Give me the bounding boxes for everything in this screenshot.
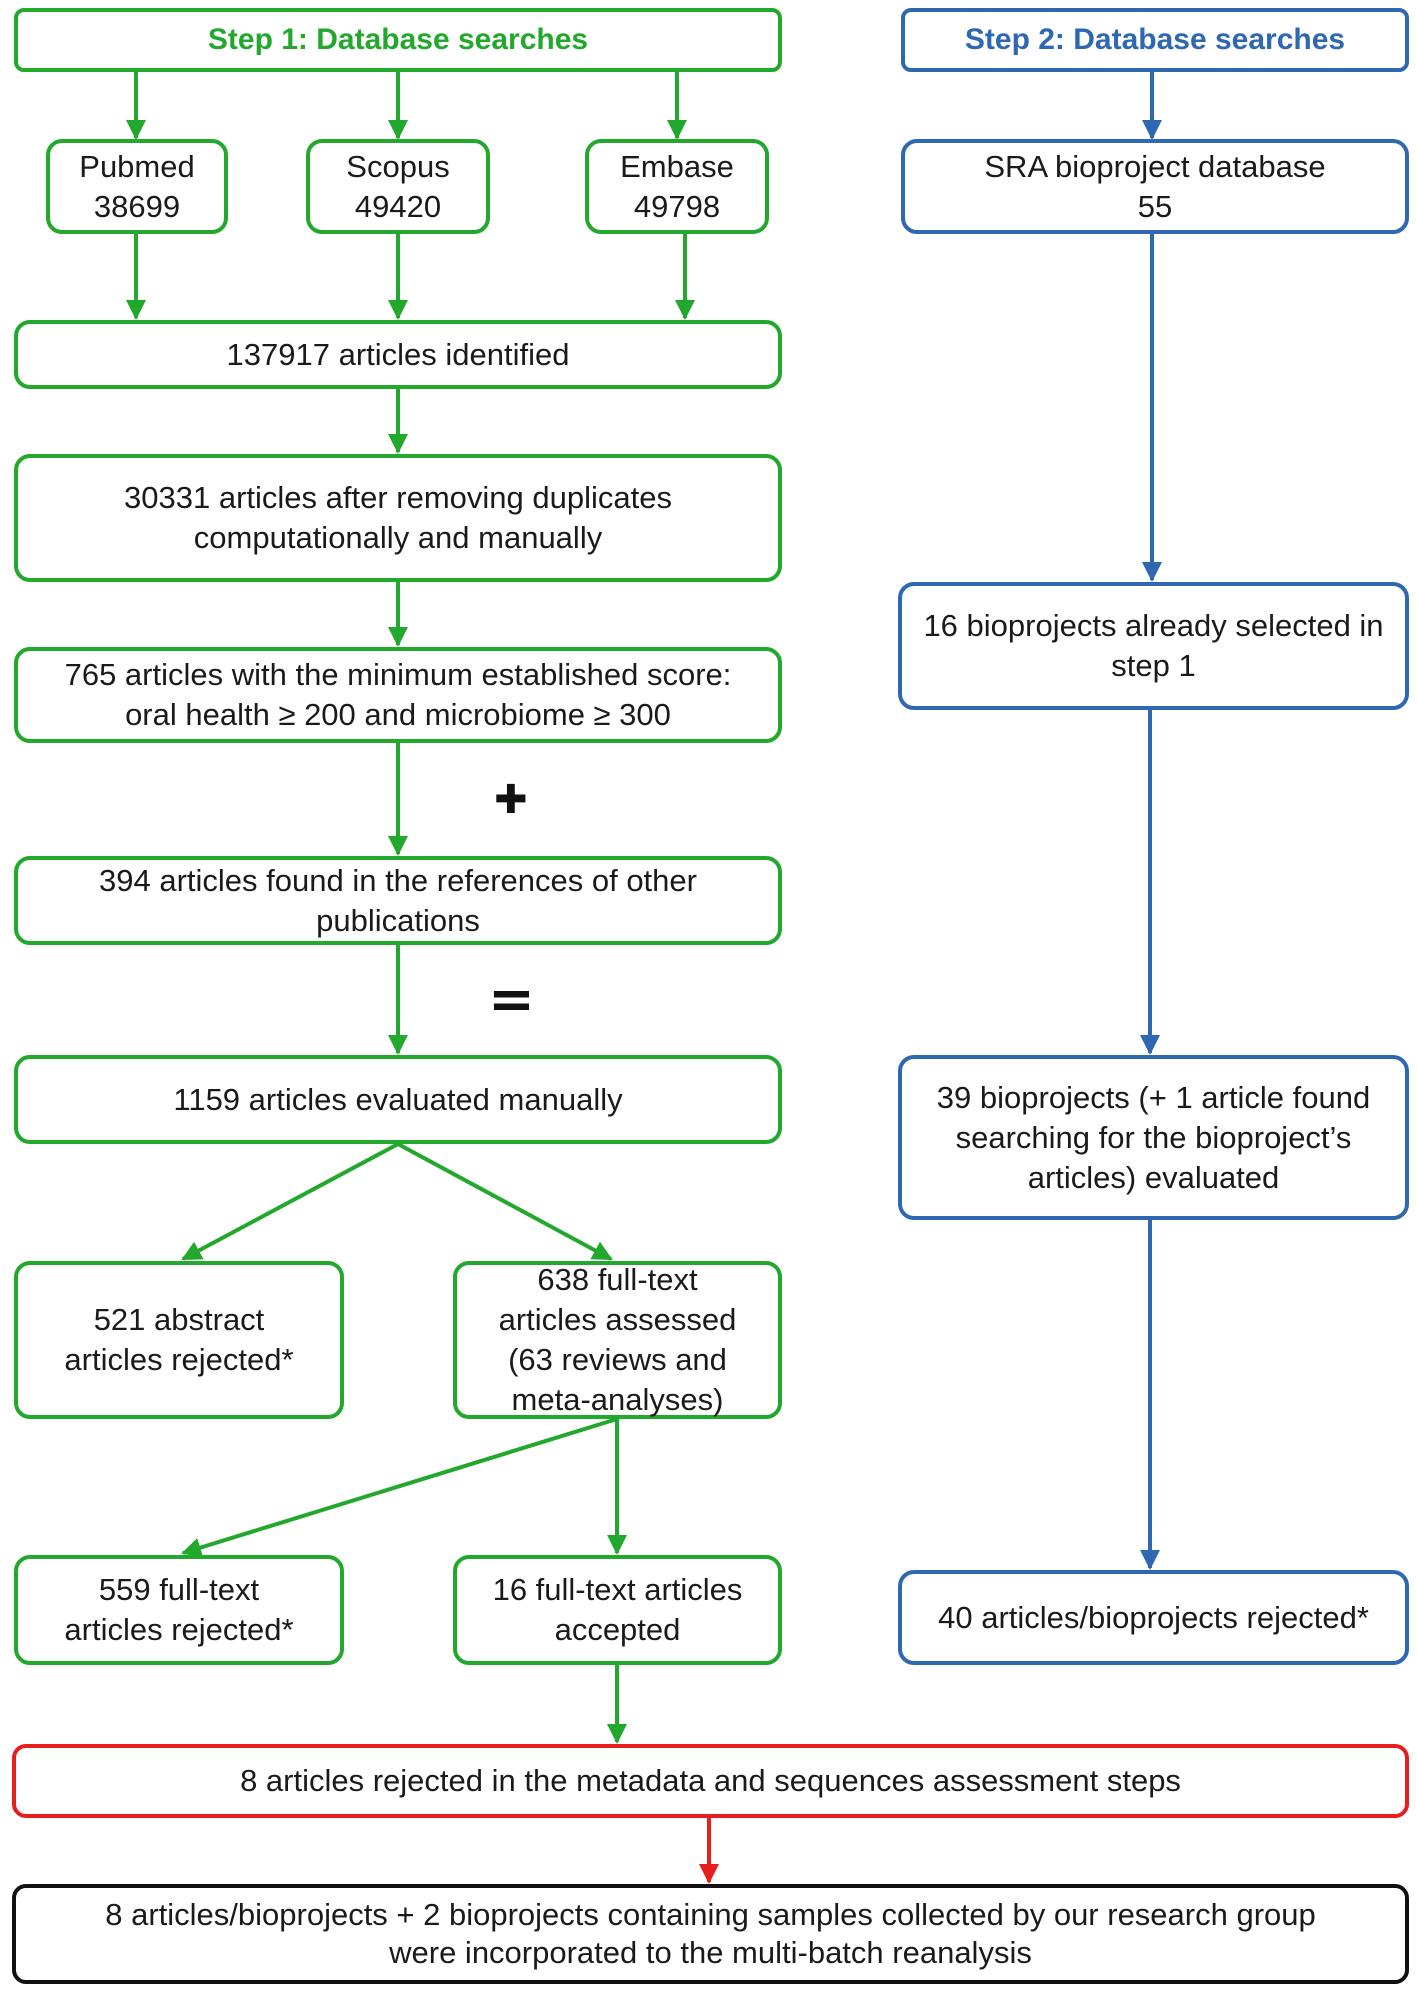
dedup-box: 30331 articles after removing duplicates… (14, 454, 782, 582)
arrow-evaluated-abstract (181, 1142, 399, 1261)
arrow-assessed-rejected (181, 1417, 618, 1558)
evaluated-box: 1159 articles evaluated manually (14, 1055, 782, 1144)
metadata-rejected-box: 8 articles rejected in the metadata and … (12, 1744, 1409, 1818)
step1-header: Step 1: Database searches (14, 8, 782, 72)
step2-header: Step 2: Database searches (901, 8, 1409, 72)
equals-symbol: = (488, 967, 535, 1032)
incorporated-box: 8 articles/bioprojects + 2 bioprojects c… (12, 1884, 1409, 1984)
score-box: 765 articles with the minimum establishe… (14, 647, 782, 743)
bioprojects-rejected-box: 40 articles/bioprojects rejected* (898, 1570, 1409, 1665)
identified-box: 137917 articles identified (14, 320, 782, 389)
references-box: 394 articles found in the references of … (14, 856, 782, 945)
arrow-evaluated-fulltext (397, 1142, 613, 1261)
plus-symbol: ✚ (494, 777, 528, 823)
